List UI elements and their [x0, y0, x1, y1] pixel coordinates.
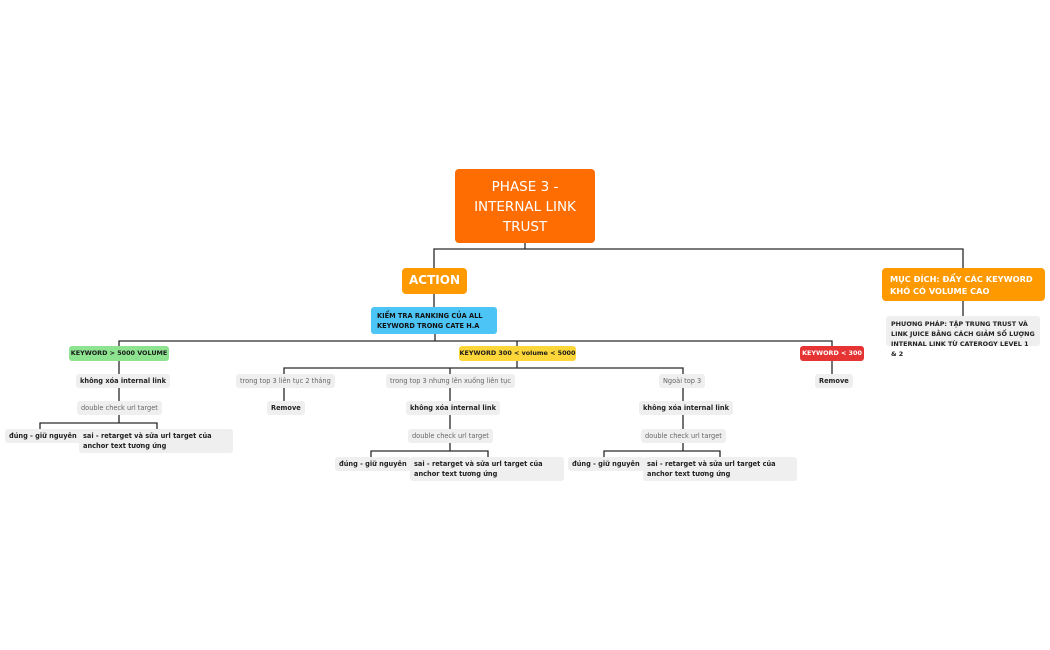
mid-unstable-keep-internal-link[interactable]: không xóa internal link — [406, 401, 500, 415]
mid-outside-keep-internal-link[interactable]: không xóa internal link — [639, 401, 733, 415]
mid-outside-double-check-url[interactable]: double check url target — [641, 429, 726, 443]
mid-top3-stable-remove[interactable]: Remove — [267, 401, 305, 415]
mid-unstable-double-check-url[interactable]: double check url target — [408, 429, 493, 443]
method-node[interactable]: PHƯƠNG PHÁP: TẬP TRUNG TRUST VÀ LINK JUI… — [886, 316, 1040, 358]
mid-outside-correct-keep[interactable]: đúng - giữ nguyên — [568, 457, 644, 471]
mid-top3-unstable[interactable]: trong top 3 nhưng lên xuống liên tục — [386, 374, 515, 388]
category-low-volume[interactable]: KEYWORD < 300 — [800, 346, 864, 361]
mid-unstable-correct-keep[interactable]: đúng - giữ nguyên — [335, 457, 411, 471]
central-topic[interactable]: PHASE 3 - INTERNAL LINK TRUST — [455, 169, 595, 243]
mid-top3-stable[interactable]: trong top 3 liên tục 2 tháng — [236, 374, 335, 388]
category-high-volume[interactable]: KEYWORD > 5000 VOLUME — [69, 346, 169, 361]
check-ranking-node[interactable]: KIỂM TRA RANKING CỦA ALL KEYWORD TRONG C… — [371, 307, 497, 334]
category-mid-volume[interactable]: KEYWORD 300 < volume < 5000 — [459, 346, 576, 361]
high-correct-keep[interactable]: đúng - giữ nguyên — [5, 429, 81, 443]
mid-unstable-wrong-retarget[interactable]: sai - retarget và sửa url target của anc… — [410, 457, 564, 481]
mid-outside-top3[interactable]: Ngoài top 3 — [659, 374, 706, 388]
low-remove[interactable]: Remove — [815, 374, 853, 388]
purpose-node[interactable]: MỤC ĐÍCH: ĐẨY CÁC KEYWORD KHÓ CÓ VOLUME … — [882, 268, 1045, 301]
high-keep-internal-link[interactable]: không xóa internal link — [76, 374, 170, 388]
high-double-check-url[interactable]: double check url target — [77, 401, 162, 415]
action-node[interactable]: ACTION — [402, 268, 467, 294]
mid-outside-wrong-retarget[interactable]: sai - retarget và sửa url target của anc… — [643, 457, 797, 481]
high-wrong-retarget[interactable]: sai - retarget và sửa url target của anc… — [79, 429, 233, 453]
